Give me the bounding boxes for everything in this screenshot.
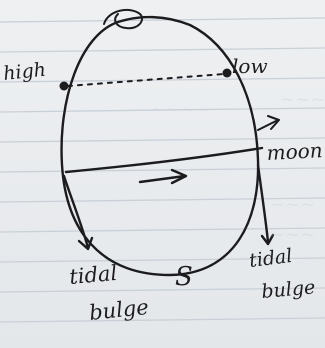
svg-text:~~~: ~~~ [270,224,315,245]
faint-background-writing: ~~~ ~~~~ ~~~ ~~~ [150,89,325,245]
high-low-dashed-line [67,73,225,87]
low-label: low [232,54,268,78]
high-tide-dot [59,81,69,91]
moon-arrow [257,115,280,131]
svg-text:~~~~: ~~~~ [150,99,210,120]
left-tidal-label-line1: tidal [68,261,118,289]
ruled-lines [0,17,325,323]
s-label: S [175,262,193,292]
right-tidal-bulge-arrow [256,163,275,246]
pole-marker [103,8,144,30]
right-tidal-label-line1: tidal [248,245,294,272]
earth-axis-line [64,146,264,174]
low-tide-dot [222,68,232,78]
motion-arrow [138,168,188,185]
svg-text:~~~: ~~~ [270,194,315,215]
earth-outline [60,15,260,277]
left-tidal-bulge-arrow [62,174,94,251]
svg-text:~~~: ~~~ [280,89,325,110]
moon-label: moon [266,138,323,165]
high-label: high [2,59,47,85]
right-bulge-label-line2: bulge [261,276,317,303]
